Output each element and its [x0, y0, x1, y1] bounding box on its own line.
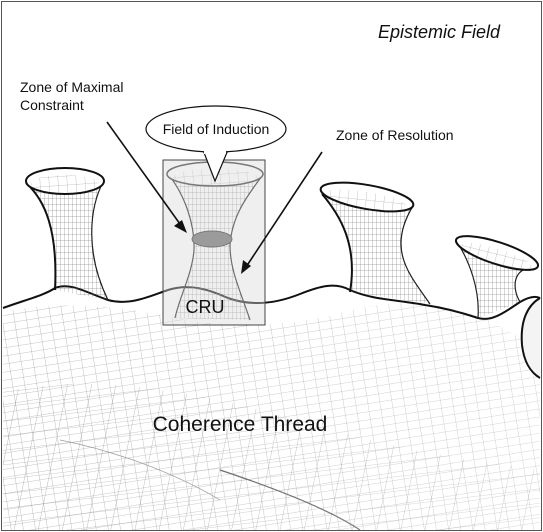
label-zone-of-resolution: Zone of Resolution [336, 127, 454, 143]
label-cru: CRU [186, 297, 225, 317]
label-coherence-thread: Coherence Thread [153, 413, 328, 436]
label-field-of-induction: Field of Induction [163, 121, 270, 137]
label-zone-maximal-line1: Zone of Maximal [20, 79, 123, 95]
label-zone-maximal-line2: Constraint [20, 97, 84, 113]
title: Epistemic Field [378, 22, 501, 42]
